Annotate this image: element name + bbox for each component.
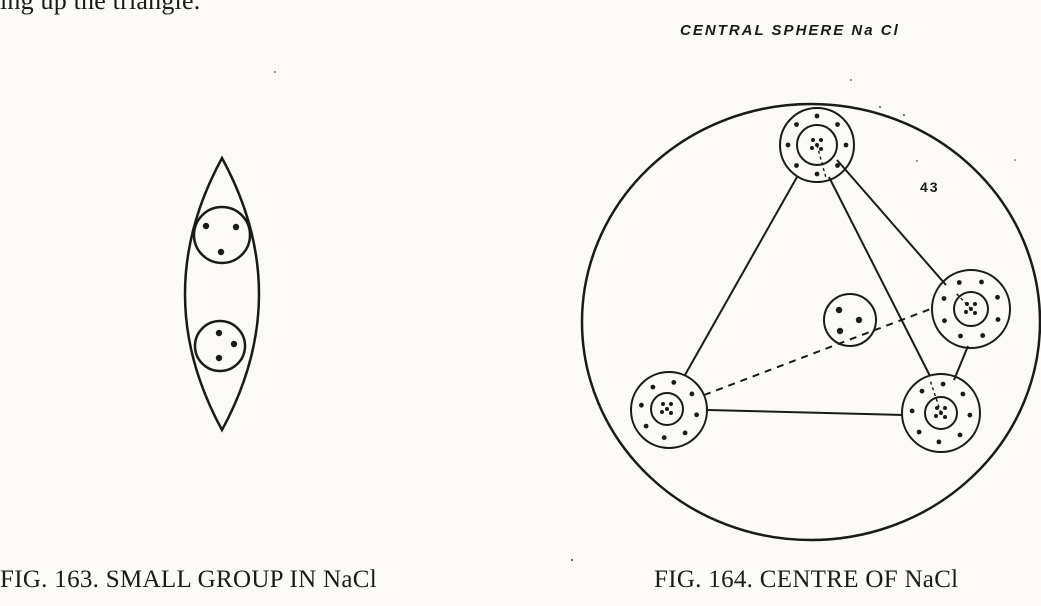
fig164-bottomright-group-inner-dot [943, 415, 947, 419]
fig164-top-group-outer-dot [814, 113, 820, 119]
fig164-bottomleft-group-inner-dot [661, 402, 665, 406]
fig164-number-label: 43 [920, 179, 940, 195]
fig164-bottomright-group-inner-dot [943, 406, 947, 410]
fig164-bottomleft-group-outer-dot [661, 435, 667, 440]
fig164-top-group-outer [779, 107, 855, 183]
fig164-bottomleft-group-outer [630, 371, 708, 449]
page-top-text: ing up the triangle. [0, 0, 201, 15]
fig164-bottomright-group-inner-dot [935, 406, 939, 410]
fig164-right-group-outer-dot [980, 333, 986, 338]
fig164-caption: FIG. 164. CENTRE OF NaCl [654, 566, 959, 593]
fig164-right-group-outer [931, 269, 1011, 349]
fig163-lens-outline [183, 155, 261, 433]
fig164-bottomright-group-outer-dot [916, 429, 922, 435]
fig164-bottomleft-group-outer-dot [682, 430, 688, 436]
fig163-dots [202, 222, 240, 362]
fig164-bottomright-group-inner [924, 396, 958, 430]
fig164-bottomright-group-inner-dot [934, 414, 938, 418]
fig164-right-group-inner-dot [973, 311, 977, 315]
fig163-caption: FIG. 163. SMALL GROUP IN NaCl [0, 566, 377, 593]
fig164-central-sphere [580, 102, 1041, 542]
fig164-central-small-circle-dot [855, 316, 863, 324]
fig164-top-group-inner-dot [811, 138, 815, 142]
fig164-right-group-inner-dot [973, 302, 977, 306]
fig164-bottomleft-group-outer-dot [694, 412, 699, 418]
fig164-right-group-inner [953, 291, 989, 327]
fig164-top-group-outer-dot [835, 163, 840, 168]
fig164-top-group-inner [796, 124, 838, 166]
fig164-dashed-line-left-right [703, 307, 934, 396]
fig164-top-group-outer-dot [785, 142, 791, 148]
fig164-central-small-circle [823, 293, 877, 347]
fig164-bottomleft-group-outer-dot [671, 380, 677, 385]
fig164-right-group-outer-dot [995, 294, 1000, 300]
fig164-bottomleft-group-inner-dot [669, 402, 673, 406]
fig164-right-group-outer-dot [956, 280, 962, 285]
fig164-right-group-outer-dot [958, 333, 963, 339]
fig164-line-right-bottomright [953, 345, 969, 381]
paper-specks [274, 71, 1016, 562]
fig164-bottomleft-group-inner-dot [665, 407, 669, 411]
fig164-bottomleft-group-outer-dot [643, 423, 649, 429]
fig164-bottomright-group-outer-dot [957, 432, 963, 438]
fig164-central-small-circle-dot [835, 306, 843, 314]
fig164-line-top-bottomleft [684, 176, 798, 376]
fig164-right-group-outer-dot [979, 279, 984, 285]
fig164-line-bottomleft-bottomright [707, 409, 904, 416]
fig164-right-group-outer-dot [941, 296, 947, 301]
fig163-lower-circle [193, 319, 247, 373]
fig164-line-top-bottomright [828, 176, 931, 377]
fig164-top-group-outer-dot [794, 122, 799, 127]
fig164-bottomleft-group-outer-dot [689, 391, 695, 397]
fig164-top-group-inner-dot [810, 146, 814, 150]
fig164-top-group-outer-dot [814, 171, 820, 177]
fig164-bottomright-group-outer [901, 373, 981, 453]
fig164-bottomright-group-outer-dot [967, 412, 973, 418]
fig164-bottomleft-group-outer-dot [650, 384, 656, 390]
fig164-bottomleft-group-inner [650, 392, 684, 426]
fig164-top-group-inner-dot [819, 147, 823, 151]
fig164-top-group-inner-dot [819, 138, 823, 142]
fig164-bottomleft-group-inner-dot [669, 411, 673, 415]
fig164-bottomright-group-outer-dot [940, 381, 946, 387]
fig164-bottomleft-group-inner-dot [660, 410, 664, 414]
fig164-title: CENTRAL SPHERE Na Cl [680, 22, 900, 39]
fig164-right-group-inner-dot [964, 310, 968, 314]
fig164-group-dots [639, 113, 1001, 445]
fig164-top-group-outer-dot [794, 163, 799, 168]
fig163-upper-circle [192, 205, 252, 265]
fig164-line-top-right [836, 159, 947, 286]
fig164-right-group-spoke [954, 291, 972, 310]
fig164-bottomright-group-outer-dot [919, 388, 925, 394]
fig164-central-small-circle-dot [836, 327, 844, 335]
fig164-top-group-outer-dot [843, 142, 849, 148]
fig164-bottomleft-group-outer-dot [639, 402, 644, 408]
fig164-bottomright-group-outer-dot [936, 439, 942, 445]
fig164-bottomright-group-outer-dot [960, 391, 966, 397]
fig164-bottomright-group-outer-dot [909, 408, 915, 414]
fig164-top-group-outer-dot [835, 122, 840, 127]
fig164-right-group-outer-dot [942, 318, 947, 324]
fig164-right-group-outer-dot [995, 317, 1001, 322]
